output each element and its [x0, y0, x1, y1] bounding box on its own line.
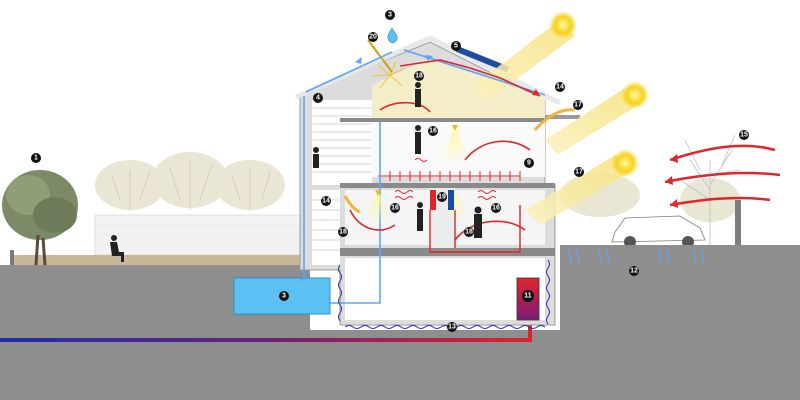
marker-16a: 16 — [428, 126, 438, 136]
marker-14a: 14 — [555, 82, 565, 92]
skylight-rays — [371, 61, 406, 89]
marker-12: 12 — [629, 266, 639, 276]
marker-16b: 16 — [390, 203, 400, 213]
number-markers: 1 3 3 4 5 9 11 12 13 14 14 15 16 16 16 1… — [31, 10, 749, 332]
svg-text:16: 16 — [429, 128, 437, 135]
person-icon — [415, 125, 421, 154]
svg-text:14: 14 — [556, 84, 564, 91]
heating-circuit — [429, 205, 521, 253]
svg-text:19: 19 — [438, 194, 446, 201]
marker-5: 5 — [451, 41, 461, 51]
marker-17b: 17 — [574, 167, 584, 177]
svg-text:1: 1 — [34, 155, 38, 162]
marker-4: 4 — [313, 93, 323, 103]
heating-column — [448, 190, 454, 210]
svg-text:16: 16 — [492, 205, 500, 212]
svg-text:12: 12 — [630, 268, 638, 275]
person-icon — [313, 147, 319, 168]
sun-icon — [621, 81, 649, 109]
warm-airflow — [349, 59, 541, 241]
svg-text:15: 15 — [740, 132, 748, 139]
ground-cooling-waves — [568, 247, 705, 265]
marker-17a: 17 — [573, 100, 583, 110]
svg-text:14: 14 — [322, 198, 330, 205]
underfloor-waves — [338, 259, 550, 329]
heating-column — [430, 190, 436, 210]
person-seated — [110, 235, 124, 262]
svg-text:3: 3 — [388, 12, 392, 19]
svg-text:20: 20 — [369, 34, 377, 41]
ground — [0, 245, 800, 400]
marker-9: 9 — [524, 158, 534, 168]
marker-11: 11 — [522, 290, 534, 302]
solar-gain-arrows — [343, 108, 576, 214]
svg-text:17: 17 — [574, 102, 582, 109]
car — [611, 215, 706, 248]
water-drop-icon — [387, 27, 398, 43]
marker-15: 15 — [739, 130, 749, 140]
marker-18b: 18 — [338, 227, 348, 237]
marker-14b: 14 — [321, 196, 331, 206]
sun-icon — [549, 11, 577, 39]
marker-13: 13 — [447, 322, 457, 332]
svg-text:16: 16 — [391, 205, 399, 212]
svg-text:9: 9 — [527, 160, 531, 167]
svg-text:17: 17 — [575, 169, 583, 176]
sun-group — [549, 11, 649, 177]
marker-1: 1 — [31, 153, 41, 163]
sun-icon — [611, 149, 639, 177]
marker-19: 19 — [437, 192, 447, 202]
people — [313, 82, 482, 238]
wind-arrows — [664, 144, 781, 207]
marker-3-top: 3 — [385, 10, 395, 20]
svg-text:3: 3 — [282, 293, 286, 300]
svg-text:4: 4 — [316, 95, 320, 102]
heat-radiation — [394, 158, 497, 200]
svg-text:11: 11 — [524, 293, 532, 300]
person-icon — [474, 206, 482, 238]
marker-18a: 18 — [414, 71, 424, 81]
marker-18c: 18 — [464, 227, 474, 237]
marker-16c: 16 — [491, 203, 501, 213]
solar-panel — [455, 46, 510, 73]
svg-text:18: 18 — [339, 229, 347, 236]
marker-20: 20 — [368, 32, 378, 42]
tree-olive — [2, 170, 78, 266]
person-icon — [417, 202, 423, 231]
svg-text:18: 18 — [415, 73, 423, 80]
svg-text:18: 18 — [465, 229, 473, 236]
roof-window — [367, 39, 393, 73]
ceiling-lamps — [363, 125, 470, 225]
svg-text:5: 5 — [454, 43, 458, 50]
svg-text:13: 13 — [448, 324, 456, 331]
marker-3-tank: 3 — [279, 291, 289, 301]
person-icon — [415, 82, 421, 107]
